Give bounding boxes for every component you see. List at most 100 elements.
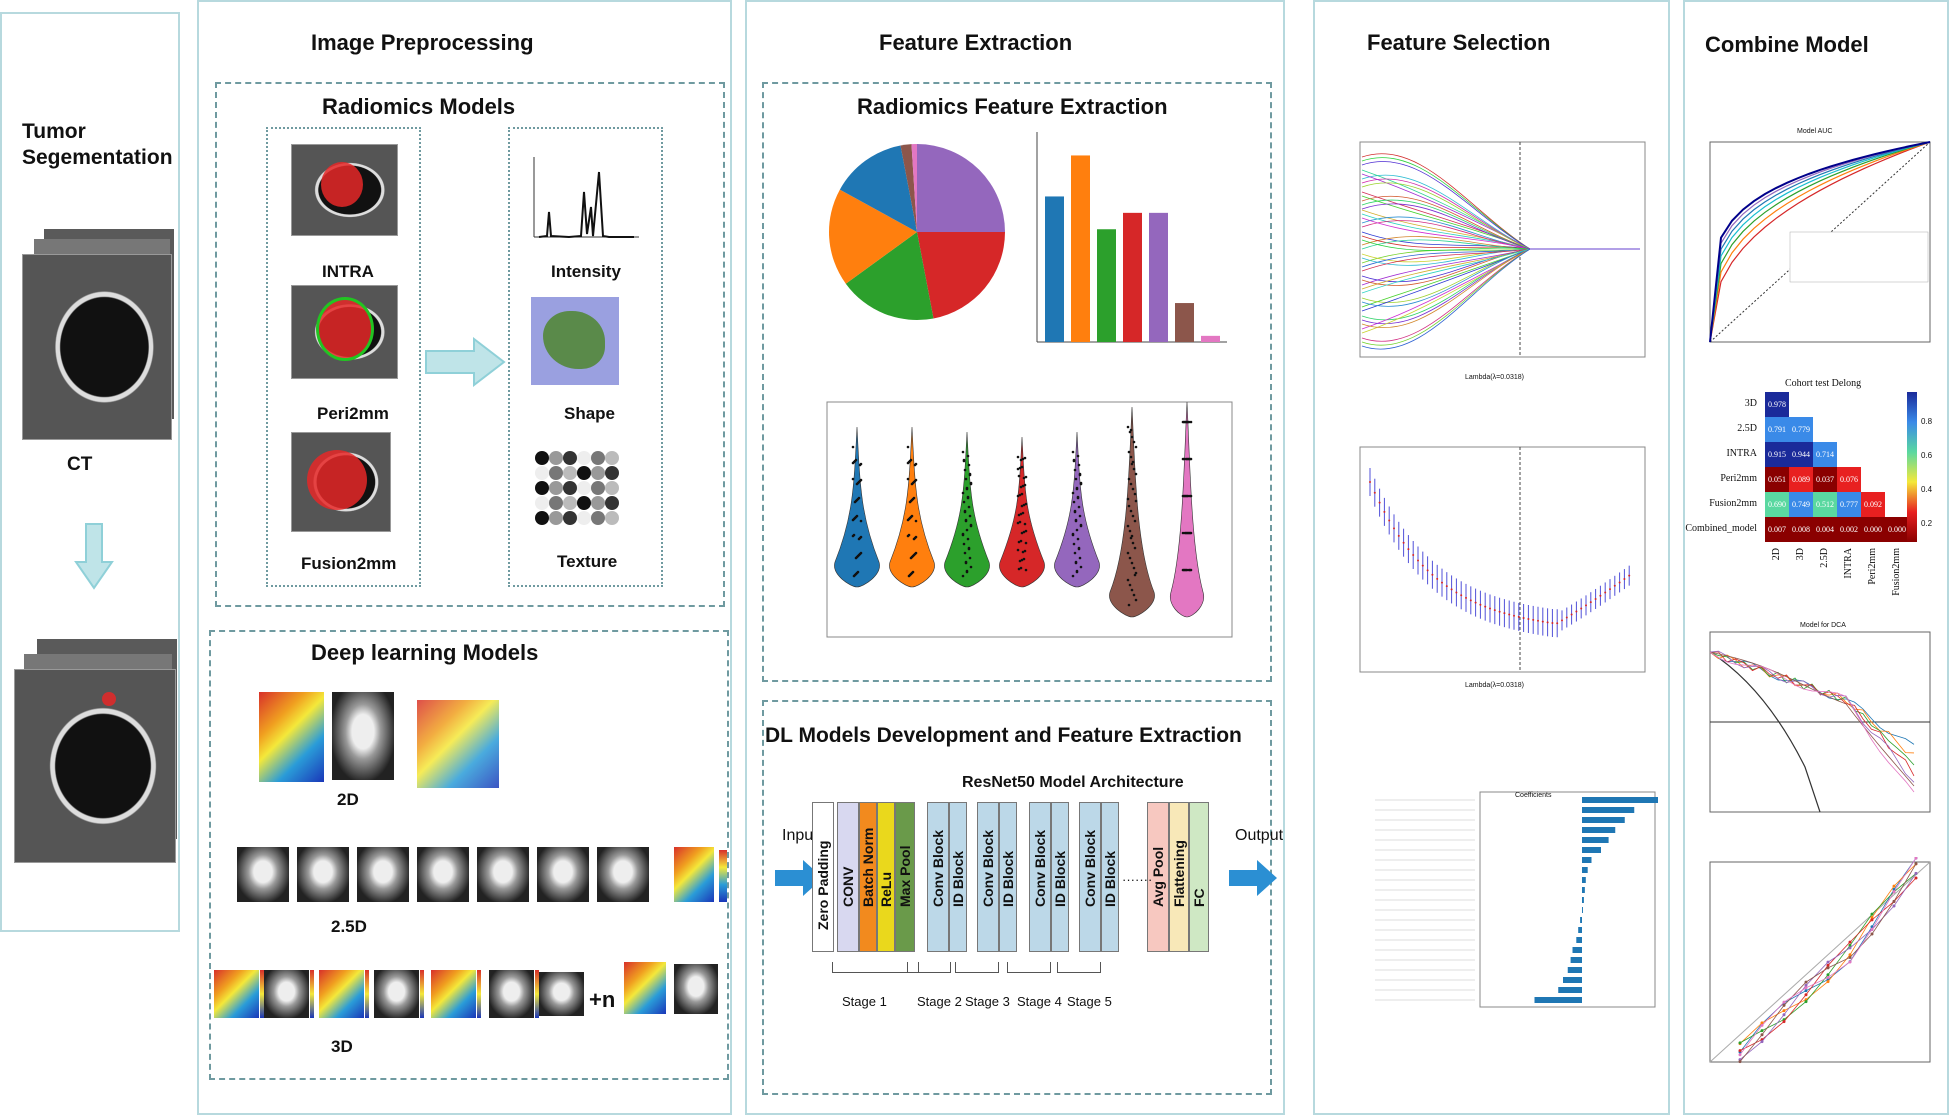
violin-point bbox=[1181, 531, 1185, 535]
violin-point bbox=[1079, 565, 1083, 569]
delong-cell: 0.007 bbox=[1765, 517, 1789, 542]
delong-cell: 0.076 bbox=[1837, 467, 1861, 492]
violin-point bbox=[1130, 462, 1134, 466]
dca-curve bbox=[1709, 651, 1915, 766]
cv-point bbox=[1517, 615, 1520, 618]
cv-point bbox=[1556, 622, 1559, 625]
heatmap-3d bbox=[214, 970, 259, 1018]
violin-point bbox=[964, 477, 968, 481]
violin-point bbox=[856, 570, 860, 574]
lasso-path bbox=[1361, 248, 1640, 286]
cv-point bbox=[1388, 519, 1391, 522]
delong-cell: 0.777 bbox=[1837, 492, 1861, 517]
violin-point bbox=[1074, 518, 1078, 522]
roc-title: Model AUC bbox=[1797, 128, 1833, 135]
cv-point bbox=[1513, 614, 1515, 617]
coef-bar bbox=[1534, 997, 1582, 1003]
bar bbox=[1045, 196, 1064, 342]
texture-dot bbox=[577, 496, 591, 510]
lasso-cv-chart bbox=[1359, 446, 1646, 673]
stage-bracket bbox=[1007, 962, 1051, 973]
violin-point bbox=[1072, 500, 1076, 504]
output-label: Output bbox=[1235, 827, 1284, 844]
violin-point bbox=[1130, 561, 1134, 565]
violin-point bbox=[1023, 522, 1027, 526]
stage-bracket bbox=[1057, 962, 1101, 973]
dl-extraction-title: DL Models Development and Feature Extrac… bbox=[765, 724, 1242, 747]
heatmap-3d bbox=[431, 970, 476, 1018]
dca-treat-all bbox=[1709, 651, 1821, 813]
cv-point bbox=[1489, 607, 1491, 610]
resnet-block-label: Conv Block bbox=[1082, 829, 1098, 907]
violin-point bbox=[1188, 494, 1192, 498]
gradcam-2d-heatmap bbox=[259, 692, 324, 782]
violin bbox=[1169, 401, 1205, 618]
resnet-block bbox=[1147, 802, 1169, 952]
violin-point bbox=[852, 533, 856, 537]
violin-point bbox=[1127, 603, 1131, 607]
input-arrow-icon bbox=[775, 860, 823, 896]
violin-point bbox=[967, 546, 971, 550]
roc-chart bbox=[1709, 141, 1931, 343]
dl-extraction-box bbox=[762, 700, 1272, 1095]
violin-point bbox=[1181, 457, 1185, 461]
colorbar-3d bbox=[420, 970, 424, 1018]
violin-point bbox=[1078, 514, 1082, 518]
texture-pattern bbox=[535, 451, 619, 525]
radiomics-extraction-title: Radiomics Feature Extraction bbox=[857, 94, 1168, 119]
cv-point bbox=[1426, 569, 1429, 572]
cv-point bbox=[1393, 527, 1395, 530]
violin-point bbox=[1129, 482, 1133, 486]
lasso-path bbox=[1361, 173, 1640, 250]
violin-point bbox=[1129, 455, 1133, 459]
delong-cell: 0.779 bbox=[1789, 417, 1813, 442]
ct-3d-patch bbox=[374, 970, 419, 1018]
resnet-block bbox=[1079, 802, 1101, 952]
cv-point bbox=[1402, 541, 1405, 544]
violin-point bbox=[1182, 420, 1186, 424]
pie-slice bbox=[845, 232, 934, 320]
calibration-point bbox=[1738, 1049, 1742, 1053]
cv-point bbox=[1460, 594, 1463, 597]
delong-cell: 0.714 bbox=[1813, 442, 1837, 467]
cv-point bbox=[1436, 577, 1439, 580]
lasso-path bbox=[1361, 248, 1640, 346]
delong-cell: 0.749 bbox=[1789, 492, 1813, 517]
stage-bracket bbox=[907, 962, 951, 973]
pie-slice bbox=[839, 145, 917, 232]
dca-curve bbox=[1709, 650, 1915, 783]
extraction-panel: Feature Extraction Radiomics Feature Ext… bbox=[745, 0, 1285, 1115]
lasso-path bbox=[1361, 248, 1640, 307]
coef-bar bbox=[1558, 987, 1582, 993]
cv-point bbox=[1537, 619, 1539, 622]
feature-label-texture: Texture bbox=[557, 552, 618, 571]
violin-point bbox=[1021, 484, 1025, 488]
stage-label: Stage 1 bbox=[842, 994, 887, 1009]
lasso-path bbox=[1361, 220, 1640, 250]
combine-title: Combine Model bbox=[1705, 32, 1869, 57]
violin-point bbox=[1072, 458, 1076, 462]
cv-point bbox=[1493, 609, 1496, 612]
cv-point bbox=[1378, 501, 1381, 504]
coef-bar bbox=[1570, 957, 1582, 963]
selection-title: Feature Selection bbox=[1367, 30, 1551, 55]
feature-label-intensity: Intensity bbox=[551, 262, 621, 281]
ct-2d-patch bbox=[332, 692, 394, 780]
violin-point bbox=[854, 458, 858, 462]
resnet-block bbox=[1169, 802, 1189, 952]
resnet-block-label: ID Block bbox=[1102, 850, 1118, 907]
violin-point bbox=[1078, 556, 1082, 560]
violin-point bbox=[1131, 487, 1135, 491]
violin-point bbox=[1132, 593, 1136, 597]
cv-point bbox=[1445, 585, 1448, 588]
slice-patch bbox=[477, 847, 529, 902]
slice-heatmap bbox=[674, 847, 714, 902]
coef-bar bbox=[1578, 927, 1582, 933]
violin-point bbox=[1017, 513, 1021, 517]
violin-point bbox=[857, 496, 861, 500]
stage-bracket bbox=[832, 962, 919, 973]
plus-n-label: +n bbox=[589, 987, 616, 1012]
violin-point bbox=[914, 535, 918, 539]
violin-point bbox=[1020, 492, 1024, 496]
cv-point bbox=[1484, 605, 1487, 608]
